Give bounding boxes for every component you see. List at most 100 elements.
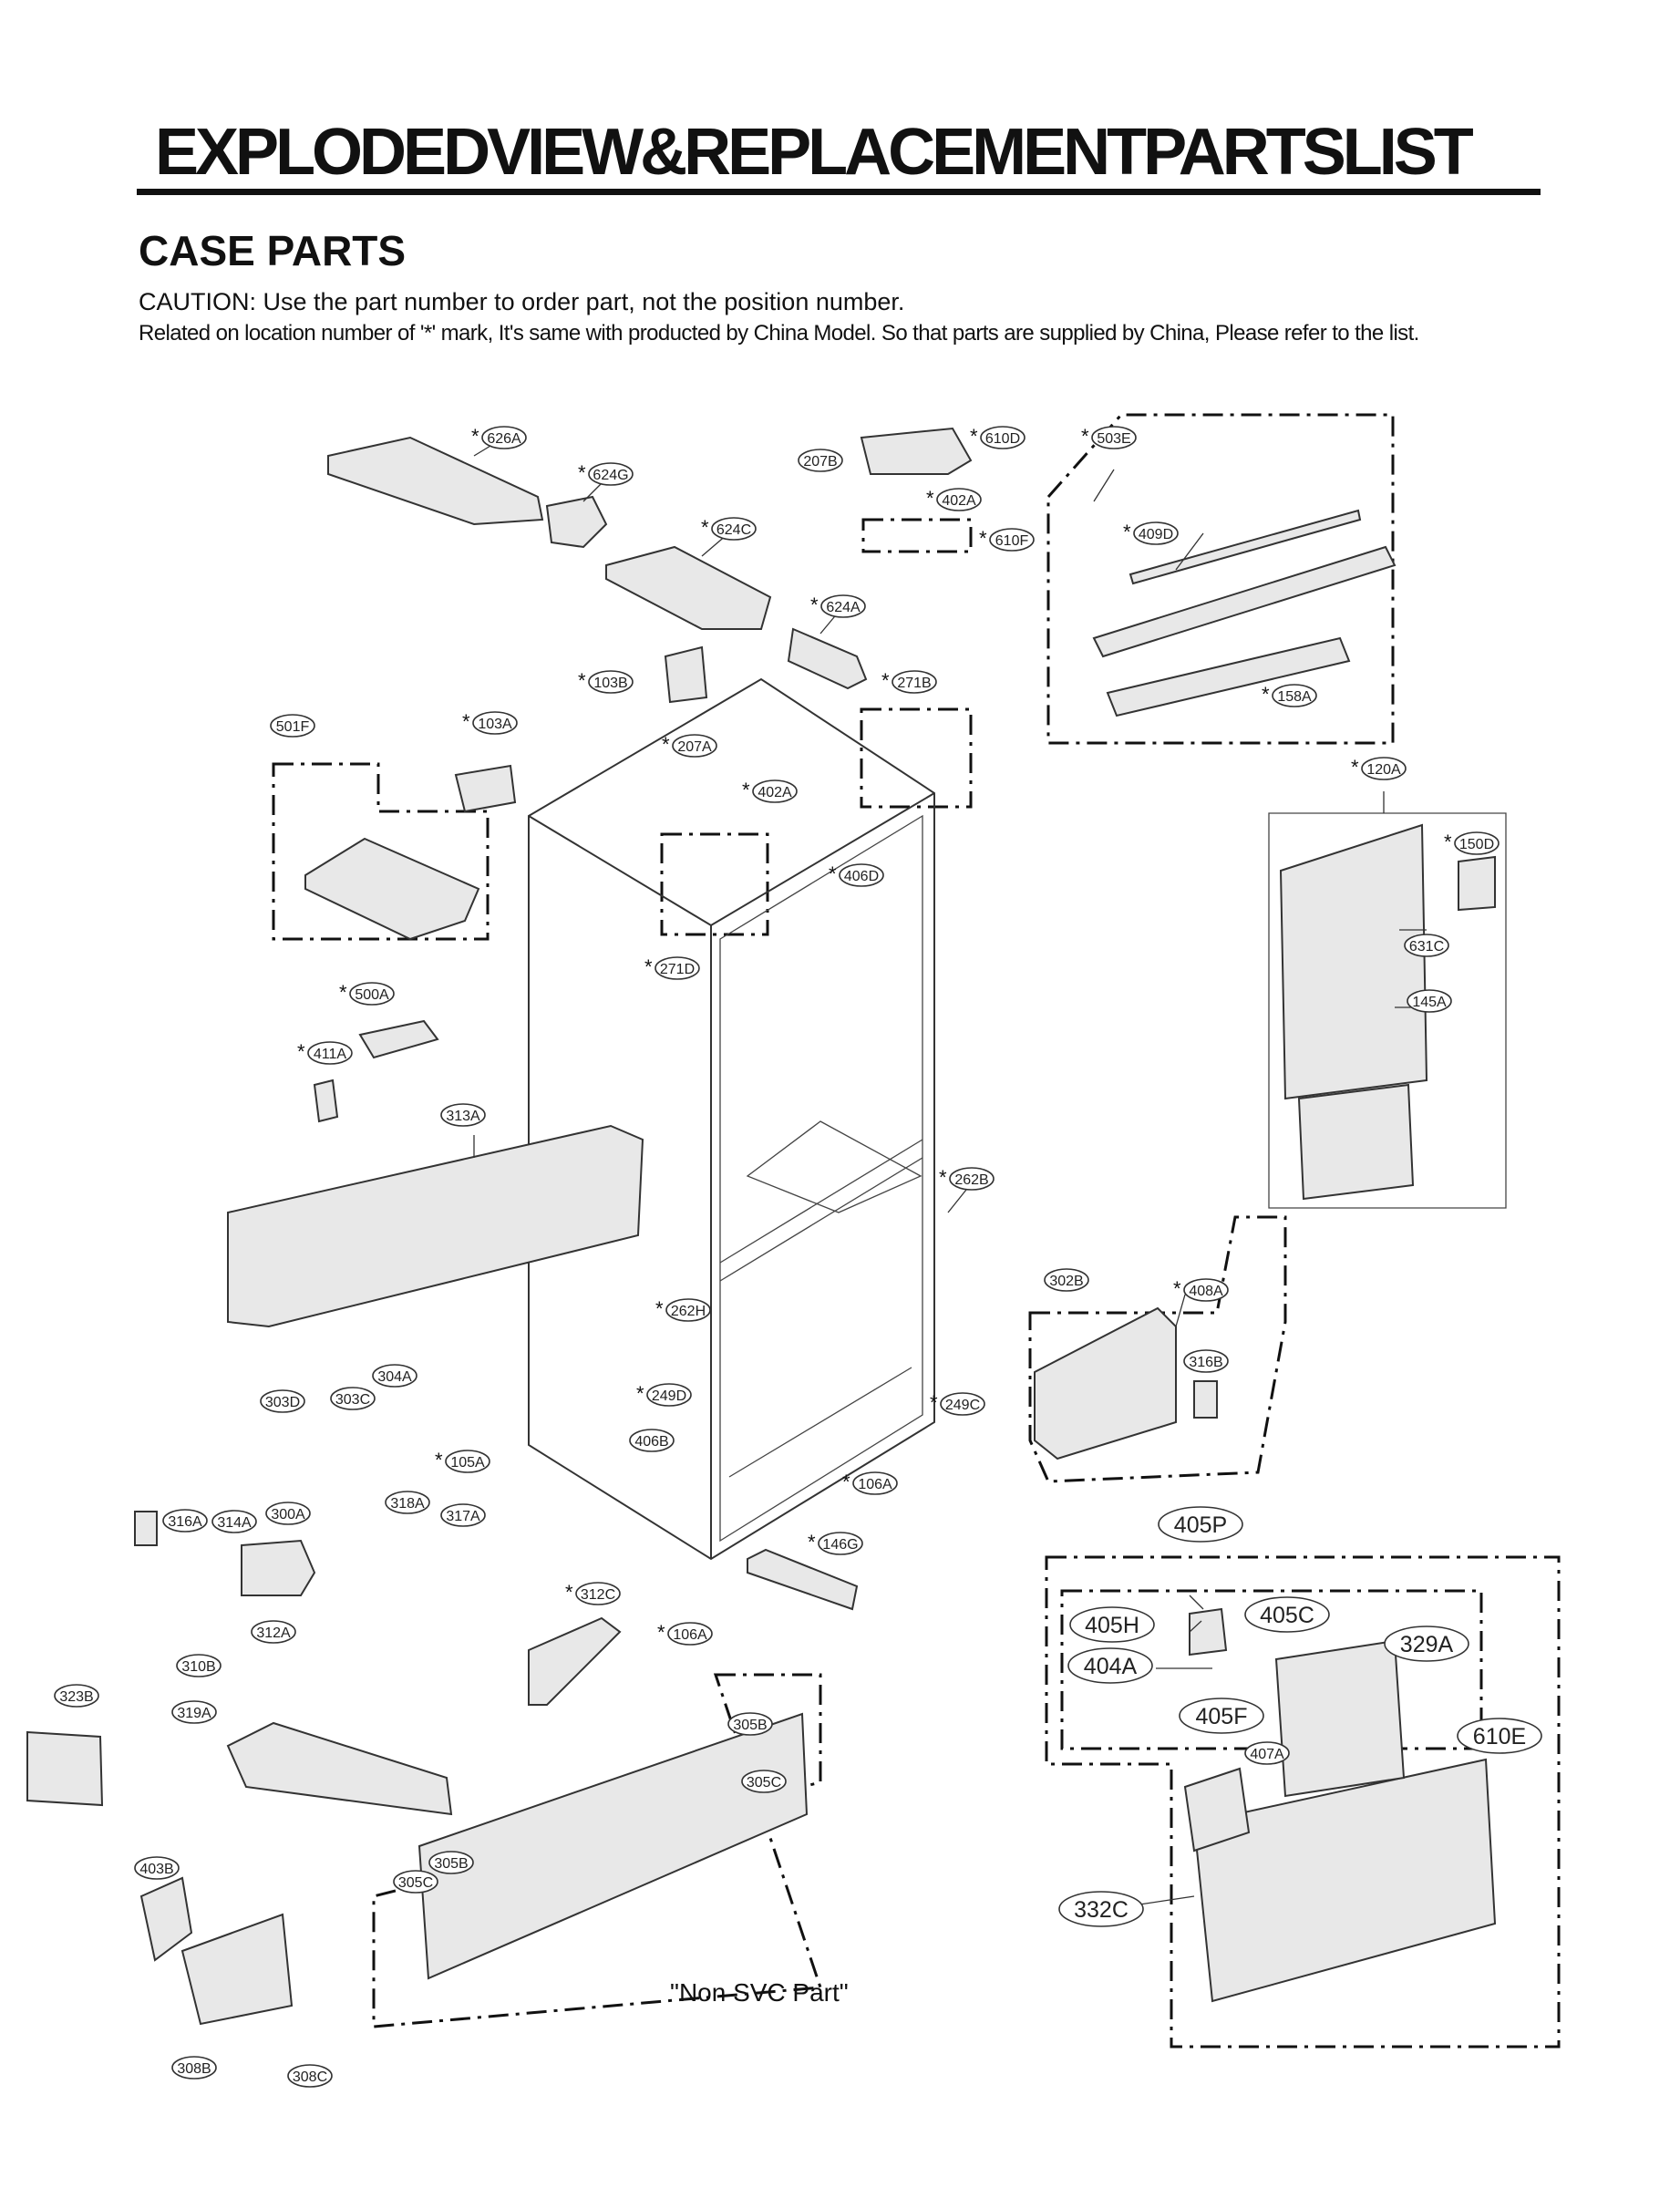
part-103b xyxy=(664,645,708,704)
part-407a xyxy=(1183,1767,1251,1853)
callout-305b: 305B xyxy=(727,1712,773,1736)
callout-106a: 106A* xyxy=(657,1621,713,1646)
callout-label: 405H xyxy=(1085,1613,1139,1638)
part-624a xyxy=(787,627,868,690)
callout-631c: 631C xyxy=(1404,934,1449,957)
china-model-star-mark: * xyxy=(701,516,709,539)
callout-label: 402A xyxy=(758,785,792,800)
group-box-302b xyxy=(1028,1215,1287,1483)
group-box-non-svc xyxy=(372,1673,823,2028)
callout-label: 249D xyxy=(652,1388,686,1404)
callout-label: 305B xyxy=(434,1856,468,1872)
part-150d xyxy=(1458,855,1496,912)
china-model-star-mark: * xyxy=(810,593,819,616)
callout-308b: 308B xyxy=(171,2056,217,2080)
part-non-svc-base xyxy=(417,1712,809,1980)
callout-302b: 302B xyxy=(1044,1268,1089,1292)
part-626a xyxy=(327,436,544,526)
callout-label: 302B xyxy=(1049,1274,1083,1289)
callout-624g: 624G* xyxy=(578,461,634,486)
part-624c xyxy=(605,545,772,630)
callout-262h: 262H* xyxy=(655,1297,711,1322)
part-302b xyxy=(1034,1306,1177,1460)
callout-405h: 405H xyxy=(1069,1606,1155,1643)
callout-409d: 409D* xyxy=(1123,521,1179,545)
china-model-star-mark: * xyxy=(655,1297,664,1320)
callout-303d: 303D xyxy=(260,1389,305,1413)
part-500a xyxy=(358,1019,439,1059)
callout-610d: 610D* xyxy=(970,425,1026,449)
callout-label: 305B xyxy=(733,1718,767,1733)
callout-403b: 403B xyxy=(134,1856,180,1880)
part-146g xyxy=(747,1548,859,1611)
callout-305c: 305C xyxy=(741,1770,787,1793)
callout-label: 624C xyxy=(716,522,751,538)
china-model-star-mark: * xyxy=(471,425,479,448)
callout-146g: 146G* xyxy=(808,1531,863,1555)
callout-label: 271D xyxy=(660,962,695,977)
callout-label: 402A xyxy=(942,493,976,509)
china-model-star-mark: * xyxy=(1173,1277,1181,1300)
china-model-star-mark: * xyxy=(297,1040,305,1063)
callout-label: 305C xyxy=(747,1775,781,1791)
callout-label: 313A xyxy=(446,1109,480,1124)
note-text: Related on location number of '*' mark, … xyxy=(139,321,1419,346)
callout-312a: 312A xyxy=(251,1620,296,1644)
callout-label: 262B xyxy=(954,1172,988,1188)
callout-label: 610E xyxy=(1473,1724,1526,1749)
china-model-star-mark: * xyxy=(881,669,890,692)
title-rule xyxy=(137,189,1541,195)
china-model-star-mark: * xyxy=(1081,425,1089,448)
callout-120a: 120A* xyxy=(1351,756,1407,780)
callout-label: 105A xyxy=(450,1455,485,1471)
callout-label: 303D xyxy=(265,1395,300,1410)
callout-312c: 312C* xyxy=(565,1581,621,1605)
callout-317a: 317A xyxy=(440,1503,486,1527)
callout-label: 610F xyxy=(995,533,1029,549)
callout-label: 409D xyxy=(1139,527,1173,542)
callout-624a: 624A * xyxy=(810,593,866,618)
callout-label: 310B xyxy=(181,1659,215,1675)
part-120a-lower xyxy=(1297,1083,1415,1201)
part-316b xyxy=(1193,1380,1218,1419)
callout-318a: 318A xyxy=(385,1491,430,1514)
callout-label: 624A xyxy=(826,600,861,615)
callout-label: 411A xyxy=(314,1047,347,1062)
callout-300a: 300A xyxy=(265,1502,311,1525)
callout-label: 303C xyxy=(335,1392,370,1408)
callout-407a: 407A xyxy=(1244,1741,1290,1765)
callout-249c: 249C * xyxy=(930,1391,985,1416)
callout-label: 207A xyxy=(677,739,712,755)
non-svc-part-label: "Non SVC Part" xyxy=(670,1978,849,2007)
callout-501f: 501F xyxy=(270,714,315,738)
china-model-star-mark: * xyxy=(1444,831,1452,853)
callout-label: 329A xyxy=(1400,1632,1454,1657)
callout-305b: 305B xyxy=(428,1851,474,1874)
cabinet-outline xyxy=(528,677,935,1561)
callout-label: 403B xyxy=(139,1862,173,1877)
callout-label: 316B xyxy=(1189,1355,1222,1370)
callout-label: 624G xyxy=(593,468,628,483)
part-323b xyxy=(26,1730,104,1807)
part-207b xyxy=(860,427,973,475)
china-model-star-mark: * xyxy=(829,862,837,885)
callout-411a: 411A * xyxy=(297,1040,353,1065)
china-model-star-mark: * xyxy=(930,1391,938,1414)
callout-label: 300A xyxy=(271,1507,305,1522)
callout-271d: 271D* xyxy=(644,955,700,980)
callout-319a: 319A xyxy=(171,1700,217,1724)
group-box-271b xyxy=(860,707,973,809)
callout-label: 406B xyxy=(634,1434,668,1450)
callout-310b: 310B xyxy=(176,1654,222,1677)
page-title: EXPLODEDVIEW&REPLACEMENTPARTSLIST xyxy=(155,116,1474,189)
callout-label: 249C xyxy=(945,1398,980,1413)
china-model-star-mark: * xyxy=(657,1621,665,1644)
china-model-star-mark: * xyxy=(808,1531,816,1553)
callout-label: 503E xyxy=(1097,431,1130,447)
group-box-271d xyxy=(660,832,769,936)
callout-271b: 271B* xyxy=(881,669,937,694)
callout-262b: 262B * xyxy=(939,1166,995,1191)
china-model-star-mark: * xyxy=(1351,756,1359,779)
callout-label: 610D xyxy=(985,431,1020,447)
china-model-star-mark: * xyxy=(939,1166,947,1189)
